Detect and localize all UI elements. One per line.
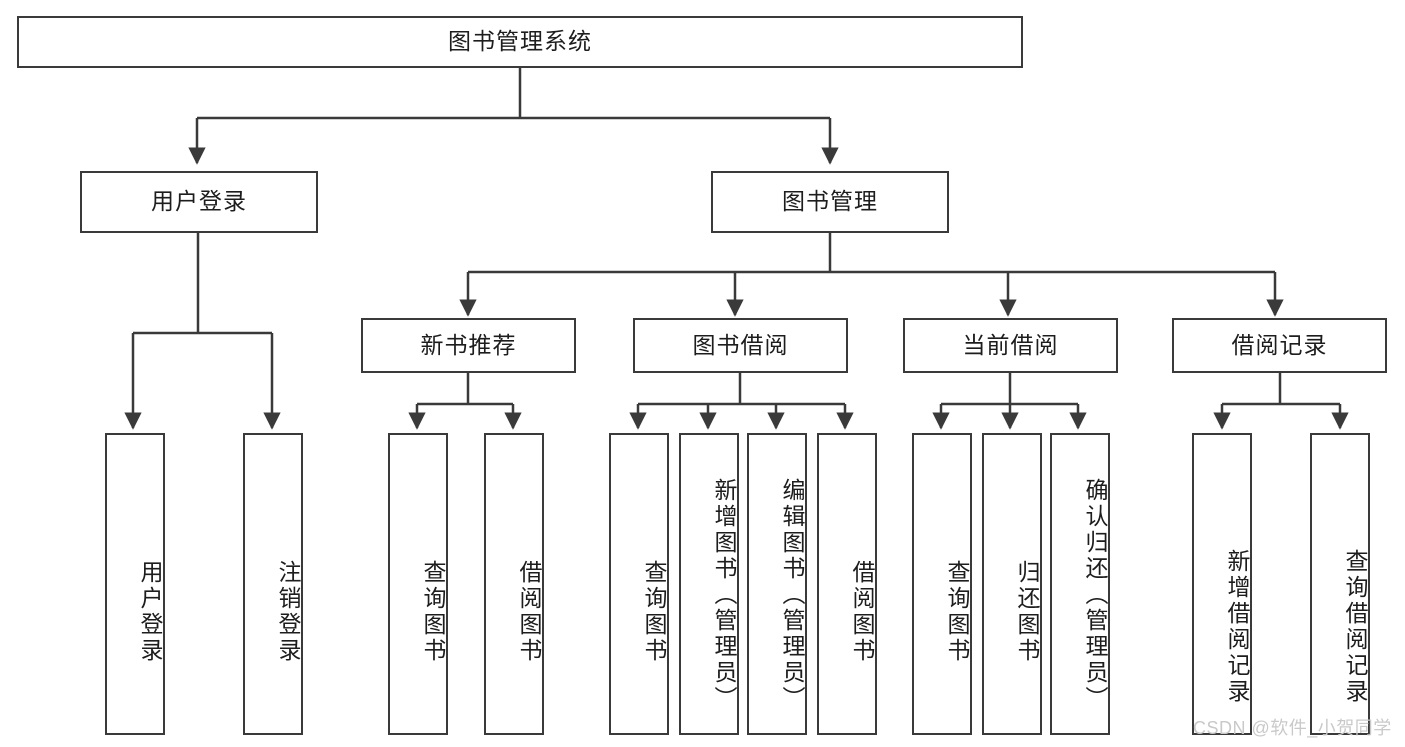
leaf-record-query-borrow-record[interactable]: 查询借阅记录: [1310, 433, 1370, 735]
node-book-borrow[interactable]: 图书借阅: [633, 318, 848, 373]
node-borrow-record[interactable]: 借阅记录: [1172, 318, 1387, 373]
leaf-user-login-logout[interactable]: 注销登录: [243, 433, 303, 735]
leaf-current-confirm-return-admin[interactable]: 确认归还（管理员）: [1050, 433, 1110, 735]
leaf-borrow-edit-book-admin[interactable]: 编辑图书（管理员）: [747, 433, 807, 735]
node-book-management[interactable]: 图书管理: [711, 171, 949, 233]
leaf-recommend-query-book[interactable]: 查询图书: [388, 433, 448, 735]
leaf-borrow-query-book[interactable]: 查询图书: [609, 433, 669, 735]
leaf-recommend-borrow-book[interactable]: 借阅图书: [484, 433, 544, 735]
leaf-current-return-book[interactable]: 归还图书: [982, 433, 1042, 735]
csdn-watermark: CSDN @软件_小贺同学: [1193, 718, 1392, 738]
leaf-borrow-borrow-book[interactable]: 借阅图书: [817, 433, 877, 735]
node-new-book-recommend[interactable]: 新书推荐: [361, 318, 576, 373]
node-user-login[interactable]: 用户登录: [80, 171, 318, 233]
leaf-record-add-borrow-record[interactable]: 新增借阅记录: [1192, 433, 1252, 735]
leaf-borrow-add-book-admin[interactable]: 新增图书（管理员）: [679, 433, 739, 735]
leaf-user-login-login[interactable]: 用户登录: [105, 433, 165, 735]
leaf-current-query-book[interactable]: 查询图书: [912, 433, 972, 735]
node-current-borrow[interactable]: 当前借阅: [903, 318, 1118, 373]
node-root-system[interactable]: 图书管理系统: [17, 16, 1023, 68]
